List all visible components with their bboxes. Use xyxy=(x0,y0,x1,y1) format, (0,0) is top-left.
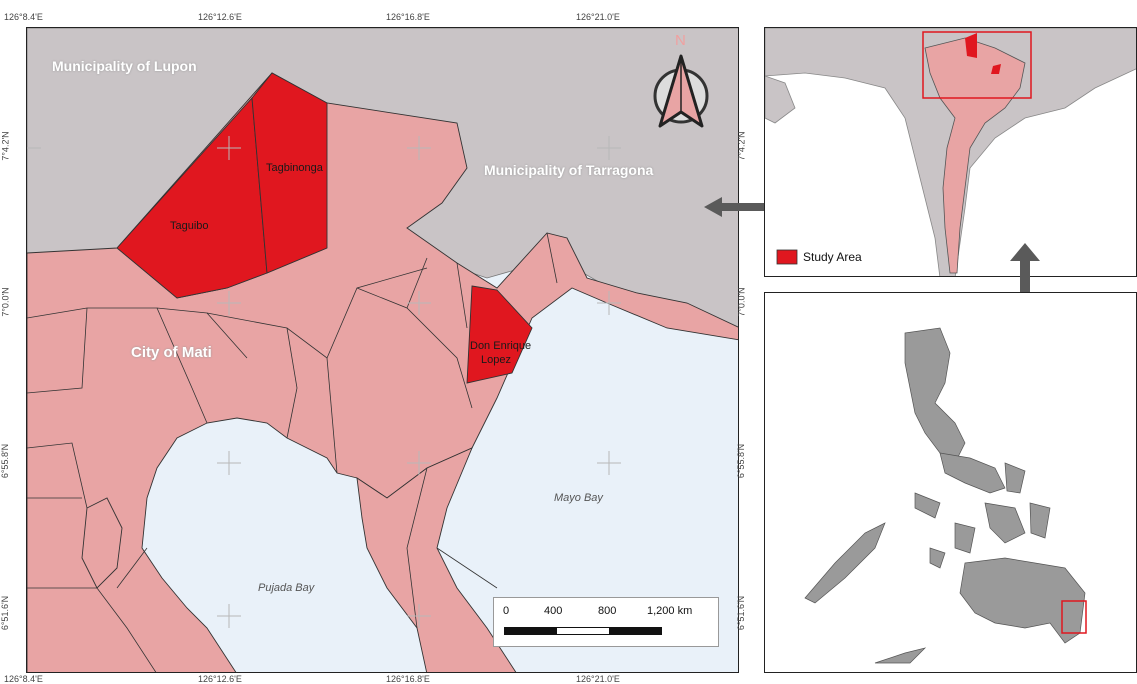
scale-tick-1200: 1,200 km xyxy=(647,605,693,617)
label-lupon: Municipality of Lupon xyxy=(52,58,197,74)
coord-top-4: 126°21.0'E xyxy=(576,12,620,22)
legend-swatch xyxy=(776,249,798,265)
coord-left-2: 7°0.0'N xyxy=(0,287,11,317)
arrow-left-icon xyxy=(704,197,792,217)
scale-tick-0: 0 xyxy=(503,605,510,617)
coord-left-4: 6°51.6'N xyxy=(0,595,11,631)
coord-left-1: 7°4.2'N xyxy=(0,131,11,161)
coord-right-1: 7°4.2'N xyxy=(736,131,747,161)
label-taguibo: Taguibo xyxy=(170,220,209,232)
scale-bar-box: 0 400 800 1,200 km xyxy=(493,597,719,647)
coord-right-3: 6°55.8'N xyxy=(736,443,747,479)
regional-study-pink xyxy=(924,37,1026,274)
label-mati: City of Mati xyxy=(131,344,212,361)
label-pujada-bay: Pujada Bay xyxy=(258,582,315,594)
philippines-map xyxy=(804,327,1087,664)
label-don-enrique: Don Enrique xyxy=(470,340,532,352)
north-arrow: N xyxy=(644,32,718,132)
coord-top-2: 126°12.6'E xyxy=(198,12,242,22)
mayo-peninsula xyxy=(356,447,517,672)
scale-tick-400: 400 xyxy=(544,605,563,617)
regional-red-2 xyxy=(991,64,1001,74)
scale-bar-graphic xyxy=(504,627,662,635)
coord-bottom-4: 126°21.0'E xyxy=(576,674,620,684)
north-arrow-icon xyxy=(653,54,709,128)
arrow-up-icon xyxy=(1010,243,1040,321)
coord-bottom-3: 126°16.8'E xyxy=(386,674,430,684)
legend-label: Study Area xyxy=(803,250,862,264)
coord-right-4: 6°51.6'N xyxy=(736,595,747,631)
regional-west-island xyxy=(765,75,796,124)
label-tarragona: Municipality of Tarragona xyxy=(484,162,654,178)
philippines-extent-box xyxy=(1061,600,1087,634)
regional-inset-map xyxy=(765,28,1136,276)
coord-top-1: 126°8.4'E xyxy=(4,12,43,22)
coord-bottom-2: 126°12.6'E xyxy=(198,674,242,684)
coord-top-3: 126°16.8'E xyxy=(386,12,430,22)
tagbinonga-area xyxy=(251,72,328,274)
main-map-canvas xyxy=(27,28,738,672)
label-tagbinonga: Tagbinonga xyxy=(266,162,323,174)
don-enrique-lopez-area xyxy=(466,285,533,384)
label-lopez: Lopez xyxy=(481,354,511,366)
regional-red-1 xyxy=(965,33,977,58)
main-map-frame xyxy=(26,27,739,673)
pointer-arrow-up xyxy=(1010,243,1040,328)
barangay-boundaries xyxy=(27,232,558,672)
label-mayo-bay: Mayo Bay xyxy=(554,492,603,504)
coord-bottom-1: 126°8.4'E xyxy=(4,674,43,684)
coord-right-2: 7°0.0'N xyxy=(736,287,747,317)
west-islet xyxy=(81,497,123,589)
country-inset-frame xyxy=(764,292,1137,673)
philippines-islands xyxy=(804,327,1086,664)
coord-left-3: 6°55.8'N xyxy=(0,443,11,479)
north-letter: N xyxy=(675,32,686,49)
pointer-arrow-left xyxy=(704,197,794,222)
regional-inset-frame: Study Area xyxy=(764,27,1137,277)
regional-extent-box xyxy=(922,31,1032,99)
scale-tick-800: 800 xyxy=(598,605,617,617)
graticule-crosses xyxy=(27,136,621,628)
